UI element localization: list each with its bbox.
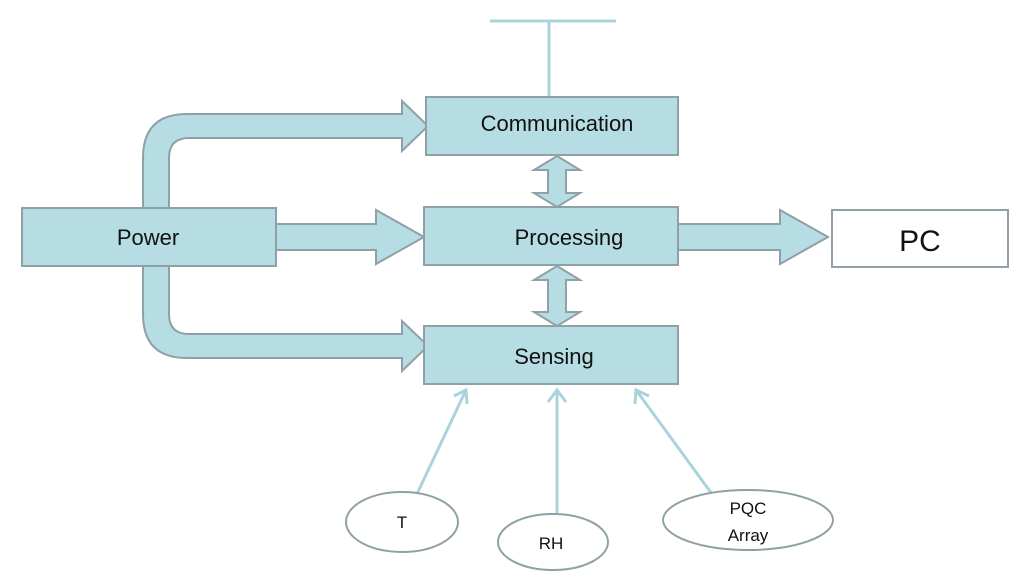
power-to-processing-arrow [275,208,427,266]
pc-label: PC [899,225,941,258]
rh-sensor-label: RH [539,534,564,553]
power-block [21,207,277,267]
pqc-array-label-line2: Array [728,526,769,545]
processing-block [423,206,679,266]
power-to-sensing-arrow [142,265,430,374]
pqc-to-sensing-arrow [633,387,714,495]
t-sensor-label: T [397,513,407,532]
power-label: Power [117,225,179,250]
t-to-sensing-arrow [414,387,469,497]
communication-label: Communication [481,111,634,136]
t-sensor [345,491,459,553]
processing-label: Processing [515,225,624,250]
rh-sensor [497,513,609,571]
power-to-communication-arrow [142,98,430,209]
communication-block [425,96,679,156]
processing-sensing-double-arrow [530,264,584,328]
processing-to-pc-arrow [677,208,831,266]
pc-block [831,209,1009,268]
communication-processing-double-arrow [530,154,584,209]
pqc-array-label-line1: PQC [730,499,767,518]
antenna-icon [490,19,616,97]
rh-to-sensing-arrow [546,387,568,514]
sensing-label: Sensing [514,344,594,369]
sensing-block [423,325,679,385]
pqc-array-sensor [662,489,834,551]
